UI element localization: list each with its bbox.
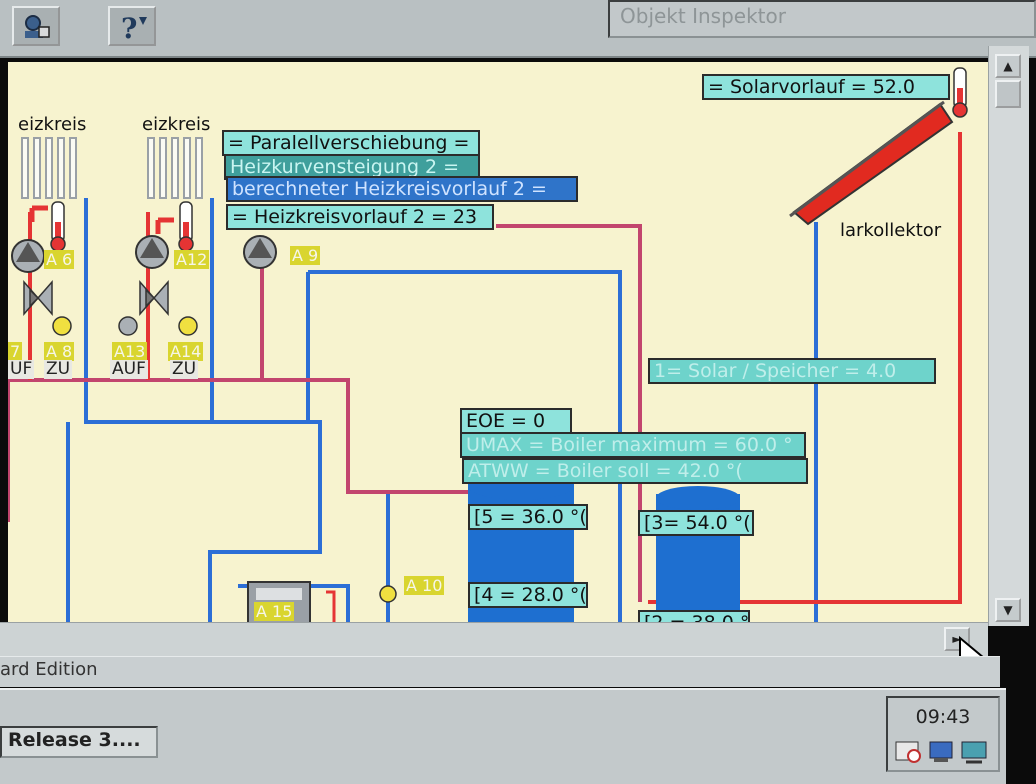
help-button[interactable]: ? (108, 6, 156, 46)
parallel-shift-value[interactable]: = Paralellverschiebung = (222, 130, 480, 156)
t3-value[interactable]: [3= 54.0 °( (638, 510, 754, 536)
output-tag-a8: A 8 (44, 342, 75, 361)
circuit-mid-label: eizkreis (142, 114, 211, 135)
mixing-valve-icon-left (23, 280, 53, 316)
thermometer-icon-left (50, 201, 66, 252)
state-auf-left: UF (8, 359, 35, 379)
status-lamp-icon-a10 (379, 585, 397, 603)
arrow-right-icon: ► (952, 632, 962, 646)
edition-label: ard Edition (0, 659, 98, 680)
t5-value[interactable]: [5 = 36.0 °( (468, 504, 588, 530)
radiator-left (21, 137, 77, 199)
solar-collector (789, 100, 954, 226)
t4-value[interactable]: [4 = 28.0 °( (468, 582, 588, 608)
collector-label: larkollektor (840, 220, 942, 241)
inspector-title: Objekt Inspektor (620, 4, 786, 28)
status-lamp-icon-a14 (178, 316, 198, 336)
network-icon[interactable] (929, 741, 953, 762)
vertical-scrollbar[interactable]: ▲ ▼ (988, 46, 1029, 626)
flow-2-value[interactable]: = Heizkreisvorlauf 2 = 23 (226, 204, 494, 230)
pump-icon-mid (135, 235, 169, 269)
eoe-value[interactable]: EOE = 0 (460, 408, 572, 434)
scroll-down-button[interactable]: ▼ (995, 598, 1021, 622)
display-icon[interactable] (961, 741, 987, 764)
system-tray: 09:43 (886, 696, 1000, 772)
taskbar: Release 3.... 09:43 (0, 688, 1006, 784)
thermometer-icon-mid (178, 201, 194, 252)
solar-storage-tank (656, 486, 740, 622)
output-tag-a12: A12 (174, 250, 210, 269)
calc-flow-value[interactable]: berechneter Heizkreisvorlauf 2 = (226, 176, 578, 202)
output-tag-a7: 7 (8, 342, 23, 361)
state-zu-left: ZU (44, 359, 73, 379)
scheduler-icon[interactable] (895, 741, 921, 763)
clock[interactable]: 09:43 (915, 706, 971, 728)
scroll-up-button[interactable]: ▲ (995, 54, 1021, 78)
output-tag-a9: A 9 (290, 246, 321, 265)
pump-icon-left (11, 239, 45, 273)
pipe-diagram (8, 67, 968, 622)
status-bar: ard Edition (0, 656, 1000, 687)
t-bottom-value[interactable]: [2 = 38.0 °( (638, 610, 750, 622)
arrow-up-icon: ▲ (1003, 59, 1013, 73)
user-search-button[interactable] (12, 6, 60, 46)
solar-storage-value[interactable]: 1= Solar / Speicher = 4.0 (648, 358, 936, 384)
output-tag-a14: A14 (168, 342, 204, 361)
radiator-mid (147, 137, 203, 199)
output-tag-a10: A 10 (404, 576, 445, 595)
pump-icon-a9 (243, 235, 277, 269)
scroll-thumb[interactable] (995, 80, 1021, 108)
status-motor-icon-a13 (118, 316, 138, 336)
help-question-icon: ? (121, 13, 147, 41)
taskbar-item-release[interactable]: Release 3.... (0, 726, 158, 758)
tray-icons (894, 738, 994, 770)
boiler-max-value[interactable]: UMAX = Boiler maximum = 60.0 ° (460, 432, 806, 458)
mixing-valve-icon-mid (139, 280, 169, 316)
state-auf-mid: AUF (110, 359, 148, 379)
horizontal-scrollbar[interactable]: ► (0, 622, 988, 657)
arrow-down-icon: ▼ (1003, 603, 1013, 617)
status-lamp-icon-a8 (52, 316, 72, 336)
solar-flow-value[interactable]: = Solarvorlauf = 52.0 (702, 74, 950, 100)
output-tag-a13: A13 (112, 342, 148, 361)
toolbar: ? Objekt Inspektor (0, 0, 1036, 58)
output-tag-a15: A 15 (254, 602, 295, 621)
thermometer-icon-solar (952, 67, 968, 118)
object-inspector[interactable]: Objekt Inspektor (608, 0, 1036, 38)
circuit-left-label: eizkreis (18, 114, 87, 135)
svg-text:?: ? (121, 13, 137, 41)
boiler-set-value[interactable]: ATWW = Boiler soll = 42.0 °( (462, 458, 808, 484)
output-tag-a6: A 6 (44, 250, 75, 269)
user-search-icon (25, 15, 50, 38)
plant-diagram-canvas[interactable]: eizkreis eizkreis larkollektor = Paralel… (8, 62, 988, 622)
state-zu-mid: ZU (170, 359, 199, 379)
